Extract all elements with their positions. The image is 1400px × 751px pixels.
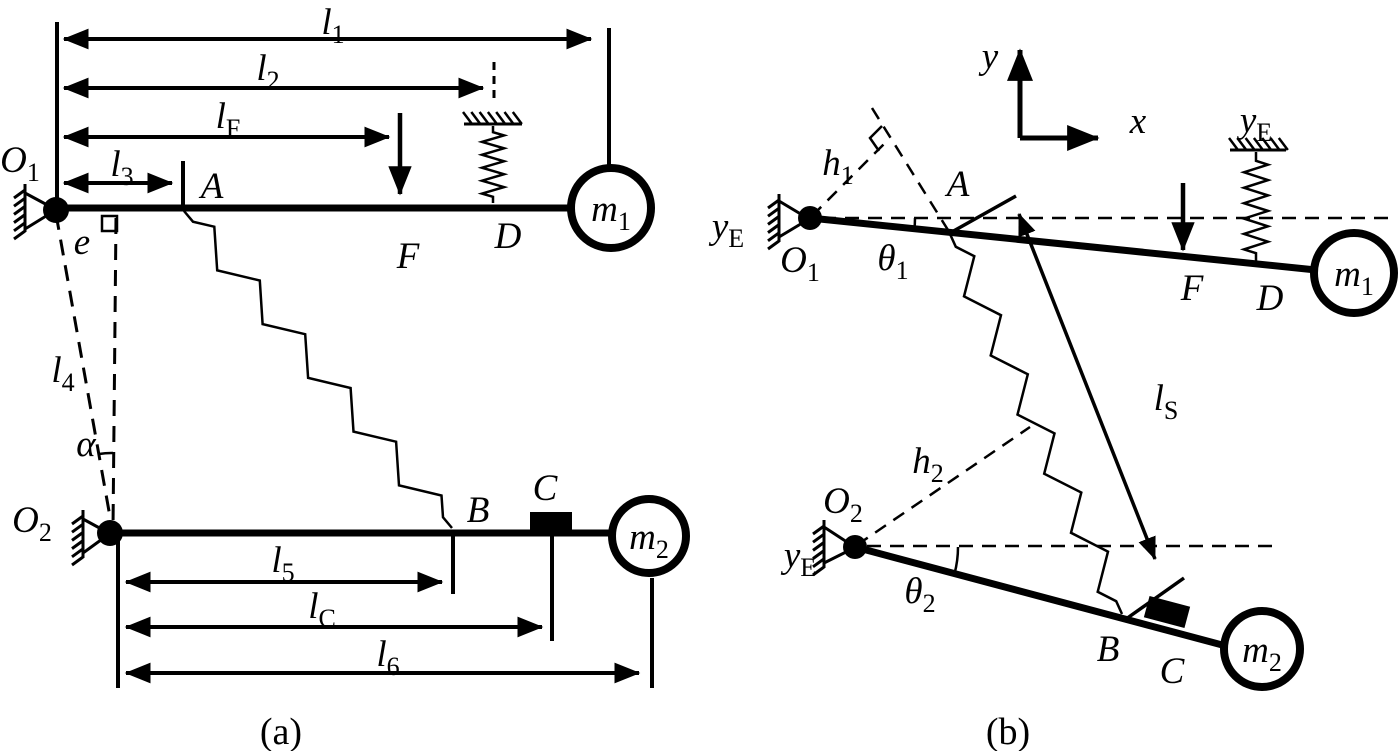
label-alpha-a: α [76, 424, 97, 465]
vertical-reference-dashed-a [111, 217, 118, 529]
wall-hatch-o2-b [812, 524, 825, 577]
damper-c-block-a [530, 512, 572, 533]
label-l3-a: l3 [110, 144, 133, 191]
label-y-axis: y [978, 36, 999, 77]
label-x-axis: x [1129, 101, 1147, 142]
right-angle-mark-e [100, 214, 119, 233]
caption-b: (b) [986, 711, 1030, 751]
label-f-b: F [1180, 268, 1204, 309]
ceiling-hatch-d-a [462, 111, 523, 125]
label-l6-a: l6 [376, 634, 399, 681]
mass-m1-a [567, 164, 655, 252]
label-m1-b: m1 [1334, 254, 1374, 301]
mass-m1-b [1310, 229, 1398, 317]
bracket-a-b [949, 194, 1017, 235]
alpha-angle-arc [98, 451, 114, 456]
label-o1-a: O1 [0, 140, 40, 187]
label-theta1-b: θ1 [877, 238, 908, 285]
label-l4-a: l4 [51, 350, 74, 397]
label-h1-b: h1 [822, 143, 854, 190]
label-a-point-b: A [944, 164, 970, 205]
mass-m2-a [608, 495, 690, 577]
spring-d-zigzag-a [477, 126, 509, 203]
label-lc-a: lC [308, 586, 336, 633]
pivot-line-l4-dashed [54, 213, 114, 529]
label-o1-b: O1 [780, 240, 820, 287]
spring-axis-extension-dashed [870, 107, 950, 231]
right-angle-mark-h1 [868, 125, 883, 152]
beam-2-b [854, 543, 1227, 650]
label-h2-b: h2 [912, 441, 944, 488]
label-o2-b: O2 [823, 481, 863, 528]
mass-m2-b [1220, 607, 1304, 691]
label-ye-o2-b: yE [780, 535, 816, 582]
damper-c-block-b [1143, 595, 1191, 629]
ceiling-hatch-ye-b [1228, 137, 1289, 151]
label-a-point-a: A [198, 166, 224, 207]
h2-dashed-line [856, 425, 1031, 547]
h1-dashed-line [811, 139, 889, 217]
label-c-point-b: C [1160, 651, 1186, 692]
label-o2-a: O2 [12, 500, 52, 547]
caption-a: (a) [260, 711, 302, 751]
spring-ye-zigzag-b [1239, 152, 1273, 262]
figure-a: l1 l2 lF l3 O1 e A F D m1 l4 α O2 B C m2… [0, 2, 690, 751]
label-e-a: e [74, 222, 90, 263]
label-theta2-b: θ2 [904, 571, 935, 618]
label-d-b: D [1256, 278, 1284, 319]
wall-hatch-o1-a [13, 188, 26, 241]
label-f-a: F [396, 236, 420, 277]
label-d-a: D [494, 216, 522, 257]
wall-hatch-o1-b [767, 198, 780, 251]
ground-spring-d-a [462, 111, 523, 203]
label-lf-a: lF [216, 96, 241, 143]
spring-length-ls-arrow [1017, 212, 1157, 561]
label-ls-b: lS [1154, 378, 1179, 425]
figure-b: y x [708, 36, 1398, 751]
label-ye-top-b: yE [1236, 100, 1272, 147]
label-ye-o1-b: yE [708, 206, 744, 253]
wall-hatch-o2-a [71, 514, 84, 567]
label-m2-a: m2 [629, 517, 669, 564]
label-l5-a: l5 [271, 540, 294, 587]
ground-spring-ye-b [1228, 137, 1289, 262]
label-l2-a: l2 [256, 48, 279, 95]
coordinate-axes: y x [978, 36, 1147, 151]
spring-ab-b [948, 233, 1124, 615]
label-b-point-b: B [1097, 629, 1120, 670]
theta2-angle-arc [953, 546, 960, 575]
label-m1-a: m1 [591, 189, 631, 236]
label-b-point-a: B [467, 490, 490, 531]
label-l1-a: l1 [321, 2, 344, 49]
label-m2-b: m2 [1242, 630, 1282, 677]
spring-ab-a [183, 210, 453, 529]
label-c-point-a: C [533, 468, 559, 509]
